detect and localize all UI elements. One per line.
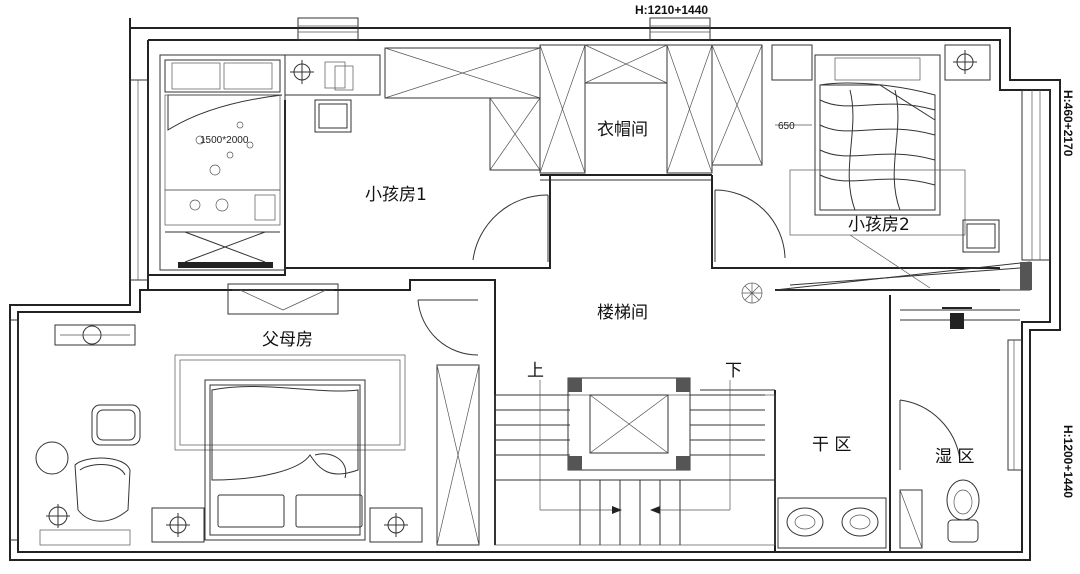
stairs-down-label: 下: [725, 361, 742, 381]
wet-zone-label: 湿 区: [935, 447, 974, 467]
room-labels: 小孩房1 衣帽间 小孩房2 父母房 楼梯间 上 下 干 区 湿 区: [262, 120, 974, 467]
outer-walls: [9, 18, 1061, 561]
dry-zone-label: 干 区: [812, 435, 851, 455]
top-window-dimension: H:1210+1440: [635, 3, 708, 17]
dimension-labels: H:1210+1440 H:460+2170 H:1200+1440: [635, 3, 1075, 498]
bed-size-label: 1500*2000: [200, 135, 249, 146]
cloakroom-label: 衣帽间: [597, 120, 648, 140]
stairs-up-label: 上: [527, 361, 544, 381]
kids-room-1-label: 小孩房1: [365, 185, 427, 205]
bathroom-fixtures: [777, 479, 980, 549]
kids-room-1-furniture: [284, 54, 381, 133]
parents-room-furniture: [35, 283, 480, 546]
kids-room-2-furniture: 650: [771, 44, 1032, 291]
stairwell-label: 楼梯间: [597, 303, 648, 323]
lamp-icon: [942, 307, 972, 329]
right-upper-window-dimension: H:460+2170: [1061, 90, 1075, 157]
kids-room-2-label: 小孩房2: [848, 215, 910, 235]
shower-block: 1500*2000: [159, 54, 286, 271]
staircase: [494, 377, 776, 546]
wardrobes-top: [384, 44, 763, 174]
right-lower-window-dimension: H:1200+1440: [1061, 425, 1075, 498]
doors: [417, 189, 961, 470]
interior-walls: [148, 100, 1020, 552]
offset-dimension-label: 650: [778, 121, 795, 132]
windows: [9, 17, 1051, 541]
plant-icon: [741, 282, 763, 304]
parents-room-label: 父母房: [262, 330, 313, 350]
